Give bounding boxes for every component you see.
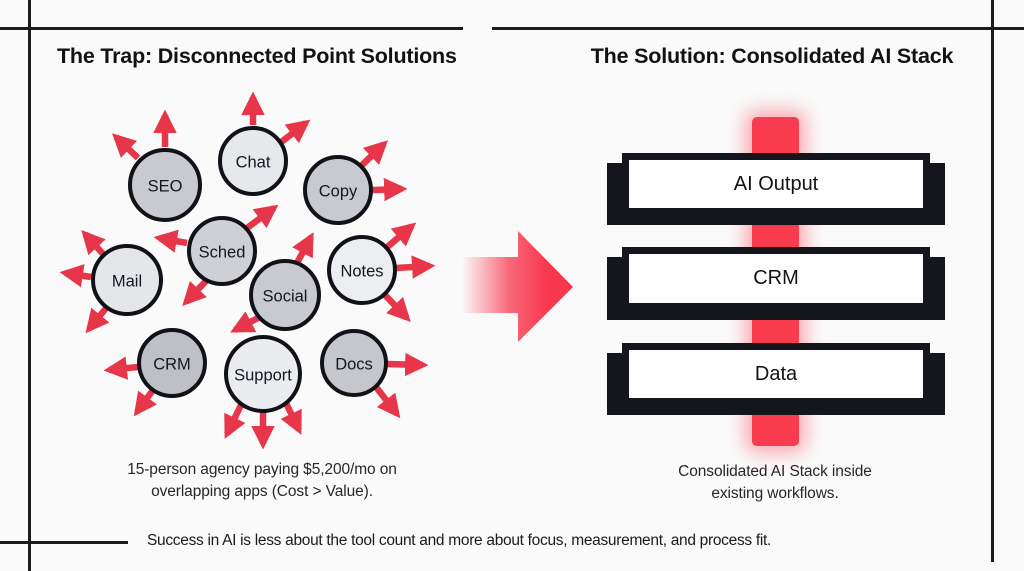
scatter-arrows [59, 91, 436, 450]
right-caption-line2: existing workflows. [711, 485, 839, 502]
tool-node-social: Social [249, 259, 321, 331]
tool-label: Docs [335, 355, 373, 373]
tool-label: Chat [236, 153, 271, 171]
tool-label: Support [234, 366, 292, 384]
tool-node-crm: CRM [137, 328, 207, 398]
left-caption: 15-person agency paying $5,200/mo on ove… [82, 459, 442, 503]
right-caption: Consolidated AI Stack inside existing wo… [615, 461, 935, 505]
right-panel-title: The Solution: Consolidated AI Stack [590, 44, 954, 68]
tool-label: CRM [153, 355, 191, 373]
left-caption-line1: 15-person agency paying $5,200/mo on [127, 461, 397, 478]
tool-node-copy: Copy [303, 155, 373, 225]
tool-label: Copy [319, 182, 358, 200]
tool-node-notes: Notes [327, 235, 397, 305]
frame-top-horizontal-right [492, 27, 1024, 30]
transition-arrow [463, 231, 573, 342]
stack-box-data: Data [622, 343, 930, 405]
left-panel-title: The Trap: Disconnected Point Solutions [57, 44, 457, 68]
tool-node-mail: Mail [91, 244, 163, 316]
stack-box-label: Data [754, 362, 798, 385]
footer-note: Success in AI is less about the tool cou… [147, 532, 772, 549]
disconnected-tools-diagram: SEO Chat Copy Sched Mail Notes [59, 91, 436, 450]
tool-node-chat: Chat [218, 126, 288, 196]
tool-node-support: Support [224, 335, 302, 413]
tool-label: Sched [199, 243, 246, 261]
tool-node-docs: Docs [320, 329, 388, 397]
arrow-shape [463, 231, 573, 342]
tool-label: Social [263, 287, 308, 305]
stack-box-label: AI Output [733, 172, 819, 195]
frame-left-vertical [28, 0, 31, 571]
stack-box-crm: CRM [622, 247, 930, 310]
tool-node-sched: Sched [187, 216, 257, 286]
tool-label: Mail [112, 272, 142, 290]
tool-label: SEO [148, 177, 183, 195]
frame-top-horizontal-left [0, 27, 463, 30]
frame-bottom-dash [0, 541, 128, 544]
tool-node-seo: SEO [128, 148, 202, 222]
stack-box-label: CRM [753, 267, 799, 289]
left-caption-line2: overlapping apps (Cost > Value). [151, 483, 373, 500]
right-caption-line1: Consolidated AI Stack inside [678, 463, 872, 480]
tool-label: Notes [340, 262, 383, 280]
stack-box-ai-output: AI Output [622, 153, 930, 215]
frame-right-vertical [991, 0, 994, 562]
